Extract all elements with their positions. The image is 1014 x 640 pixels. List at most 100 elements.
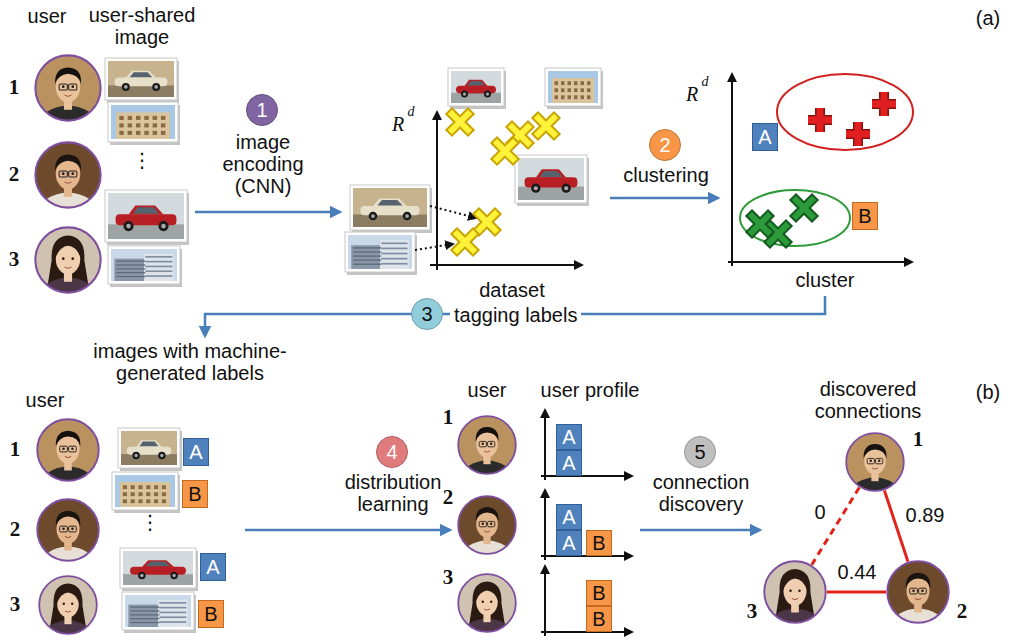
user-number: 1 [443,406,454,429]
photo-thumbnail [515,155,589,206]
column-heading: user-shared image [82,4,202,48]
process-arrow [195,211,340,214]
step-number: 1 [256,99,267,121]
column-heading: user [28,5,67,27]
photo-thumbnail [108,102,180,145]
user-number: 2 [443,486,454,509]
user-avatar: 1 [845,432,905,492]
user-photo [457,573,517,633]
step-badge: 4distribution learning [376,436,408,468]
step-label: distribution learning [333,471,453,515]
photo-thumbnail [118,428,182,471]
step-number: 5 [694,441,705,463]
user-number: 3 [747,600,758,623]
user-photo [457,495,517,555]
step-badge: 3tagging labels [411,298,443,330]
step-badge: 2clustering [649,129,681,161]
photo-thumbnail [350,185,432,233]
axis-caption: cluster [796,269,855,291]
user-photo [34,226,102,294]
user-photo [763,560,827,624]
plot-axis [544,490,546,560]
process-arrow [205,296,825,336]
photo-thumbnail [120,548,198,591]
photo-thumbnail [448,68,506,109]
column-heading: discovered connections [803,378,933,422]
user-avatar: 2 [886,560,950,624]
process-arrow [610,197,718,200]
user-photo [34,141,102,209]
cluster-label-box: A [752,123,778,151]
cluster-outline [777,74,913,150]
user-number: 3 [9,248,20,271]
user-photo [845,432,905,492]
photo-thumbnail [105,190,189,245]
cluster-label-box: B [182,480,208,508]
panel-tag: (b) [976,381,1000,403]
feature-point [497,143,513,159]
user-avatar: 3 [457,573,517,633]
axis-superscript: d [408,104,415,119]
cluster-letter: B [592,582,605,604]
similarity-score: 0.89 [903,504,948,526]
feature-point [479,214,495,230]
user-photo [34,54,102,122]
cluster-label-box: A [556,424,582,450]
similarity-link [827,591,886,594]
user-number: 3 [443,566,454,589]
user-avatar: 1 [36,418,100,482]
user-photo [886,560,950,624]
cluster-point [808,108,832,132]
user-avatar: 2 [36,498,100,562]
panel-tag: (a) [976,7,1000,29]
photo-thumbnail [112,472,180,513]
photo-thumbnail [108,246,182,287]
cluster-letter: B [592,608,605,630]
step-label: connection discovery [641,471,761,515]
user-photo [38,575,98,635]
user-number: 2 [9,163,20,186]
user-photo [36,418,100,482]
user-avatar: 1 [457,415,517,475]
step-badge: 5connection discovery [684,436,716,468]
user-avatar: 3 [34,226,102,294]
column-heading: user profile [541,379,640,401]
cluster-letter: B [188,483,201,505]
user-avatar: 1 [34,54,102,122]
similarity-link [884,490,908,561]
feature-point [497,143,513,159]
similarity-score: 0.44 [835,561,880,583]
photo-thumbnail [122,592,196,633]
process-arrow [245,529,450,532]
column-heading: user [26,389,65,411]
step-label: clustering [611,164,721,186]
feature-point [538,118,554,134]
cluster-label-box: B [586,580,612,606]
ellipsis: ⋮ [132,149,152,171]
step-number: 4 [386,441,397,463]
similarity-link [812,488,860,565]
feature-point [538,118,554,134]
cluster-label-box: A [556,450,582,476]
similarity-score: 0 [811,501,828,523]
feature-point [457,234,473,250]
axis-label: R [392,113,404,135]
cluster-point [752,216,768,232]
plot-axis [544,410,546,480]
cluster-point [846,122,870,146]
cluster-point [872,92,896,116]
axis-caption: dataset [479,279,545,301]
cluster-label-box: B [198,600,224,628]
plot-axis [544,566,546,636]
cluster-outline [740,190,850,246]
column-heading: user [468,379,507,401]
plot-axis [728,261,912,263]
step-number: 2 [659,134,670,156]
plot-axis [541,475,632,477]
user-number: 2 [10,518,21,541]
cluster-letter: A [206,556,219,578]
cluster-point [846,122,870,146]
photo-thumbnail [545,68,603,109]
feature-point [452,114,468,130]
user-photo [36,498,100,562]
